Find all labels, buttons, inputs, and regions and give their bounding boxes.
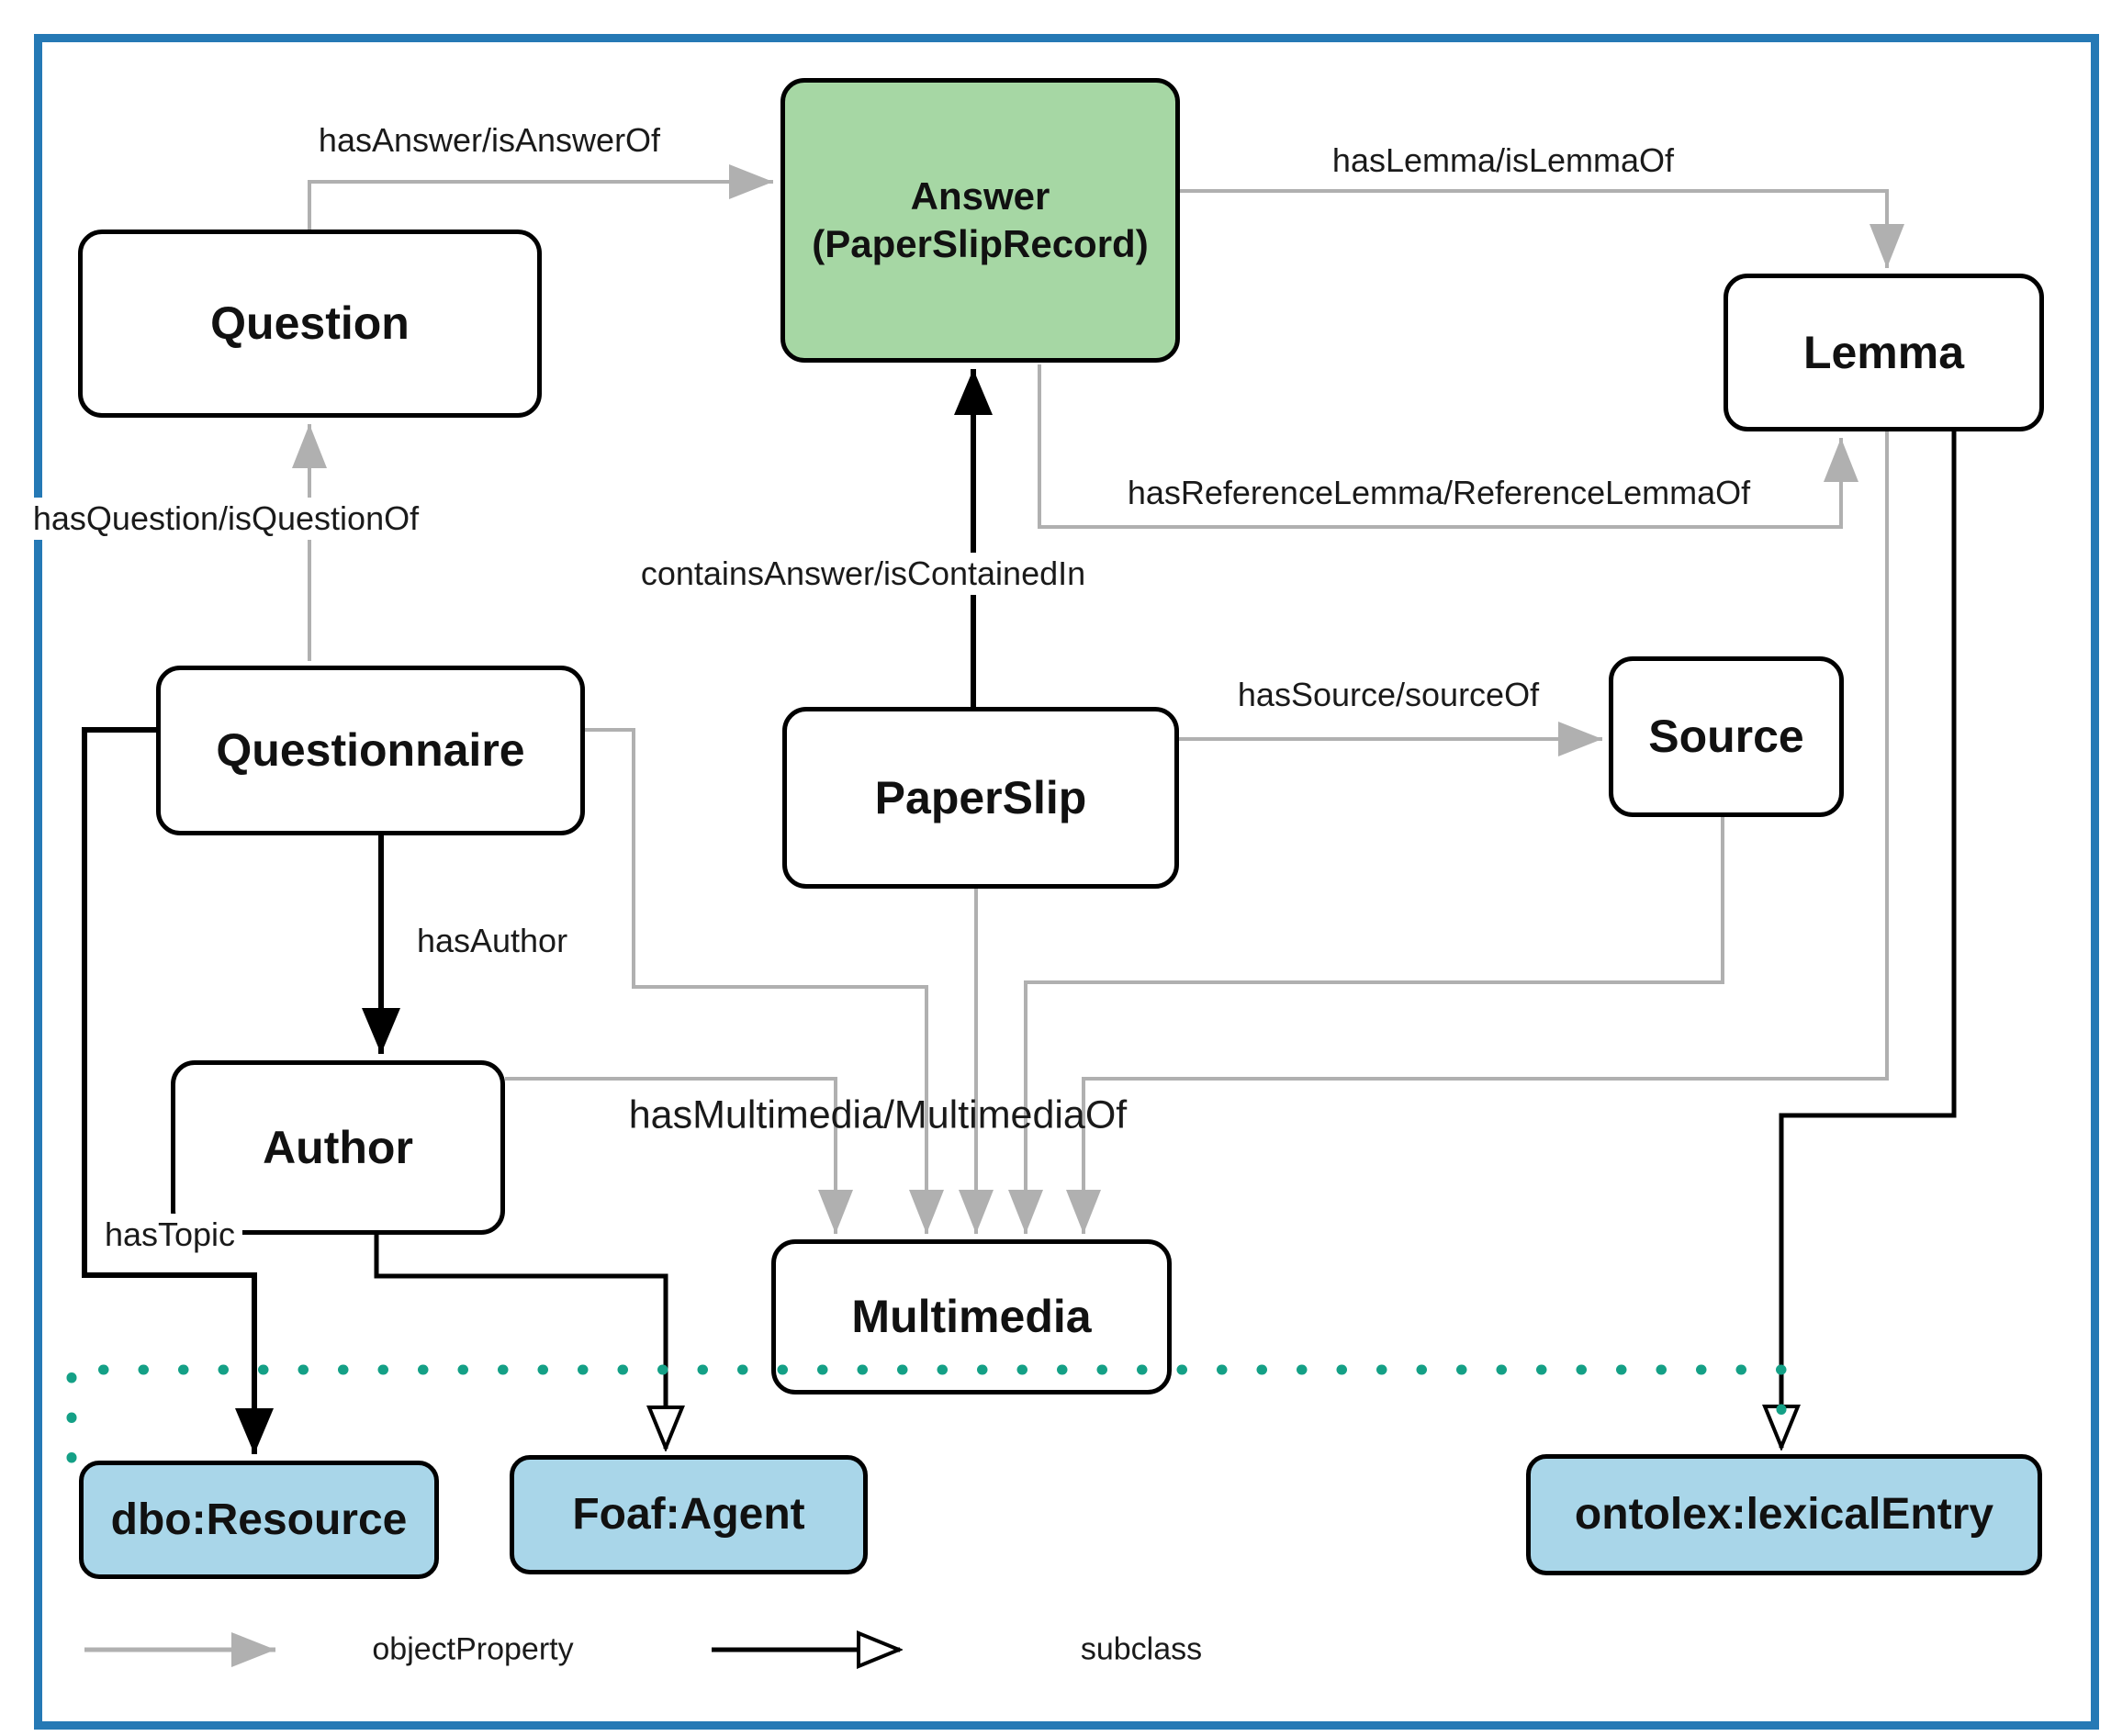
node-ontolex-lexical-entry: ontolex:lexicalEntry: [1526, 1454, 2042, 1575]
edge-lemma-subclass-ontolex: [1781, 431, 1957, 1448]
teal-dotted-line: [66, 1364, 1787, 1463]
node-lemma-label: Lemma: [1802, 326, 1965, 378]
node-answer-sublabel: (PaperSlipRecord): [812, 222, 1149, 265]
node-ontolex-lexical-entry-label: ontolex:lexicalEntry: [1574, 1490, 1994, 1539]
edge-questionnaire-multimedia: [585, 728, 944, 1234]
edge-label-has-topic: hasTopic: [96, 1214, 243, 1256]
edge-has-lemma: [1180, 189, 1904, 268]
edge-has-answer: [308, 164, 773, 230]
node-questionnaire: Questionnaire: [156, 666, 585, 835]
diagram-frame-border: [34, 34, 2099, 1730]
edge-label-has-reference-lemma: hasReferenceLemma/ReferenceLemmaOf: [1127, 474, 1751, 511]
node-question: Question: [78, 230, 542, 418]
node-source-label: Source: [1648, 711, 1804, 763]
node-multimedia: Multimedia: [771, 1239, 1172, 1394]
edge-source-multimedia: [1008, 817, 1724, 1234]
edge-label-has-question: hasQuestion/isQuestionOf: [25, 498, 427, 540]
node-lemma: Lemma: [1724, 274, 2044, 431]
legend-object-property-label: objectProperty: [372, 1631, 574, 1667]
edge-label-contains-answer: containsAnswer/isContainedIn: [633, 553, 1094, 595]
edge-author-subclass-foaf: [374, 1235, 666, 1449]
node-author-label: Author: [263, 1121, 413, 1173]
edge-label-has-answer: hasAnswer/isAnswerOf: [318, 121, 661, 159]
edge-has-reference-lemma: [1038, 364, 1858, 529]
edge-label-has-multimedia: hasMultimedia/MultimediaOf: [628, 1092, 1128, 1137]
node-question-label: Question: [210, 297, 410, 350]
node-author: Author: [171, 1060, 505, 1235]
node-multimedia-label: Multimedia: [851, 1291, 1092, 1343]
edge-label-has-source: hasSource/sourceOf: [1237, 676, 1540, 713]
edge-has-topic: [82, 727, 274, 1454]
node-foaf-agent: Foaf:Agent: [510, 1455, 868, 1574]
node-answer-label: Answer: [910, 174, 1050, 218]
edge-lemma-multimedia: [1066, 431, 1889, 1234]
node-source: Source: [1609, 656, 1844, 817]
node-foaf-agent-label: Foaf:Agent: [572, 1490, 805, 1539]
node-dbo-resource-label: dbo:Resource: [110, 1495, 408, 1544]
node-answer: Answer (PaperSlipRecord): [780, 78, 1180, 363]
node-questionnaire-label: Questionnaire: [216, 724, 525, 777]
edge-label-has-lemma: hasLemma/isLemmaOf: [1331, 141, 1675, 179]
edge-author-multimedia: [505, 1077, 853, 1234]
legend-subclass-label: subclass: [1080, 1631, 1203, 1667]
node-dbo-resource: dbo:Resource: [79, 1461, 439, 1579]
node-paperslip-label: PaperSlip: [874, 771, 1087, 823]
edge-label-has-author: hasAuthor: [409, 920, 576, 962]
node-paperslip: PaperSlip: [782, 707, 1179, 889]
